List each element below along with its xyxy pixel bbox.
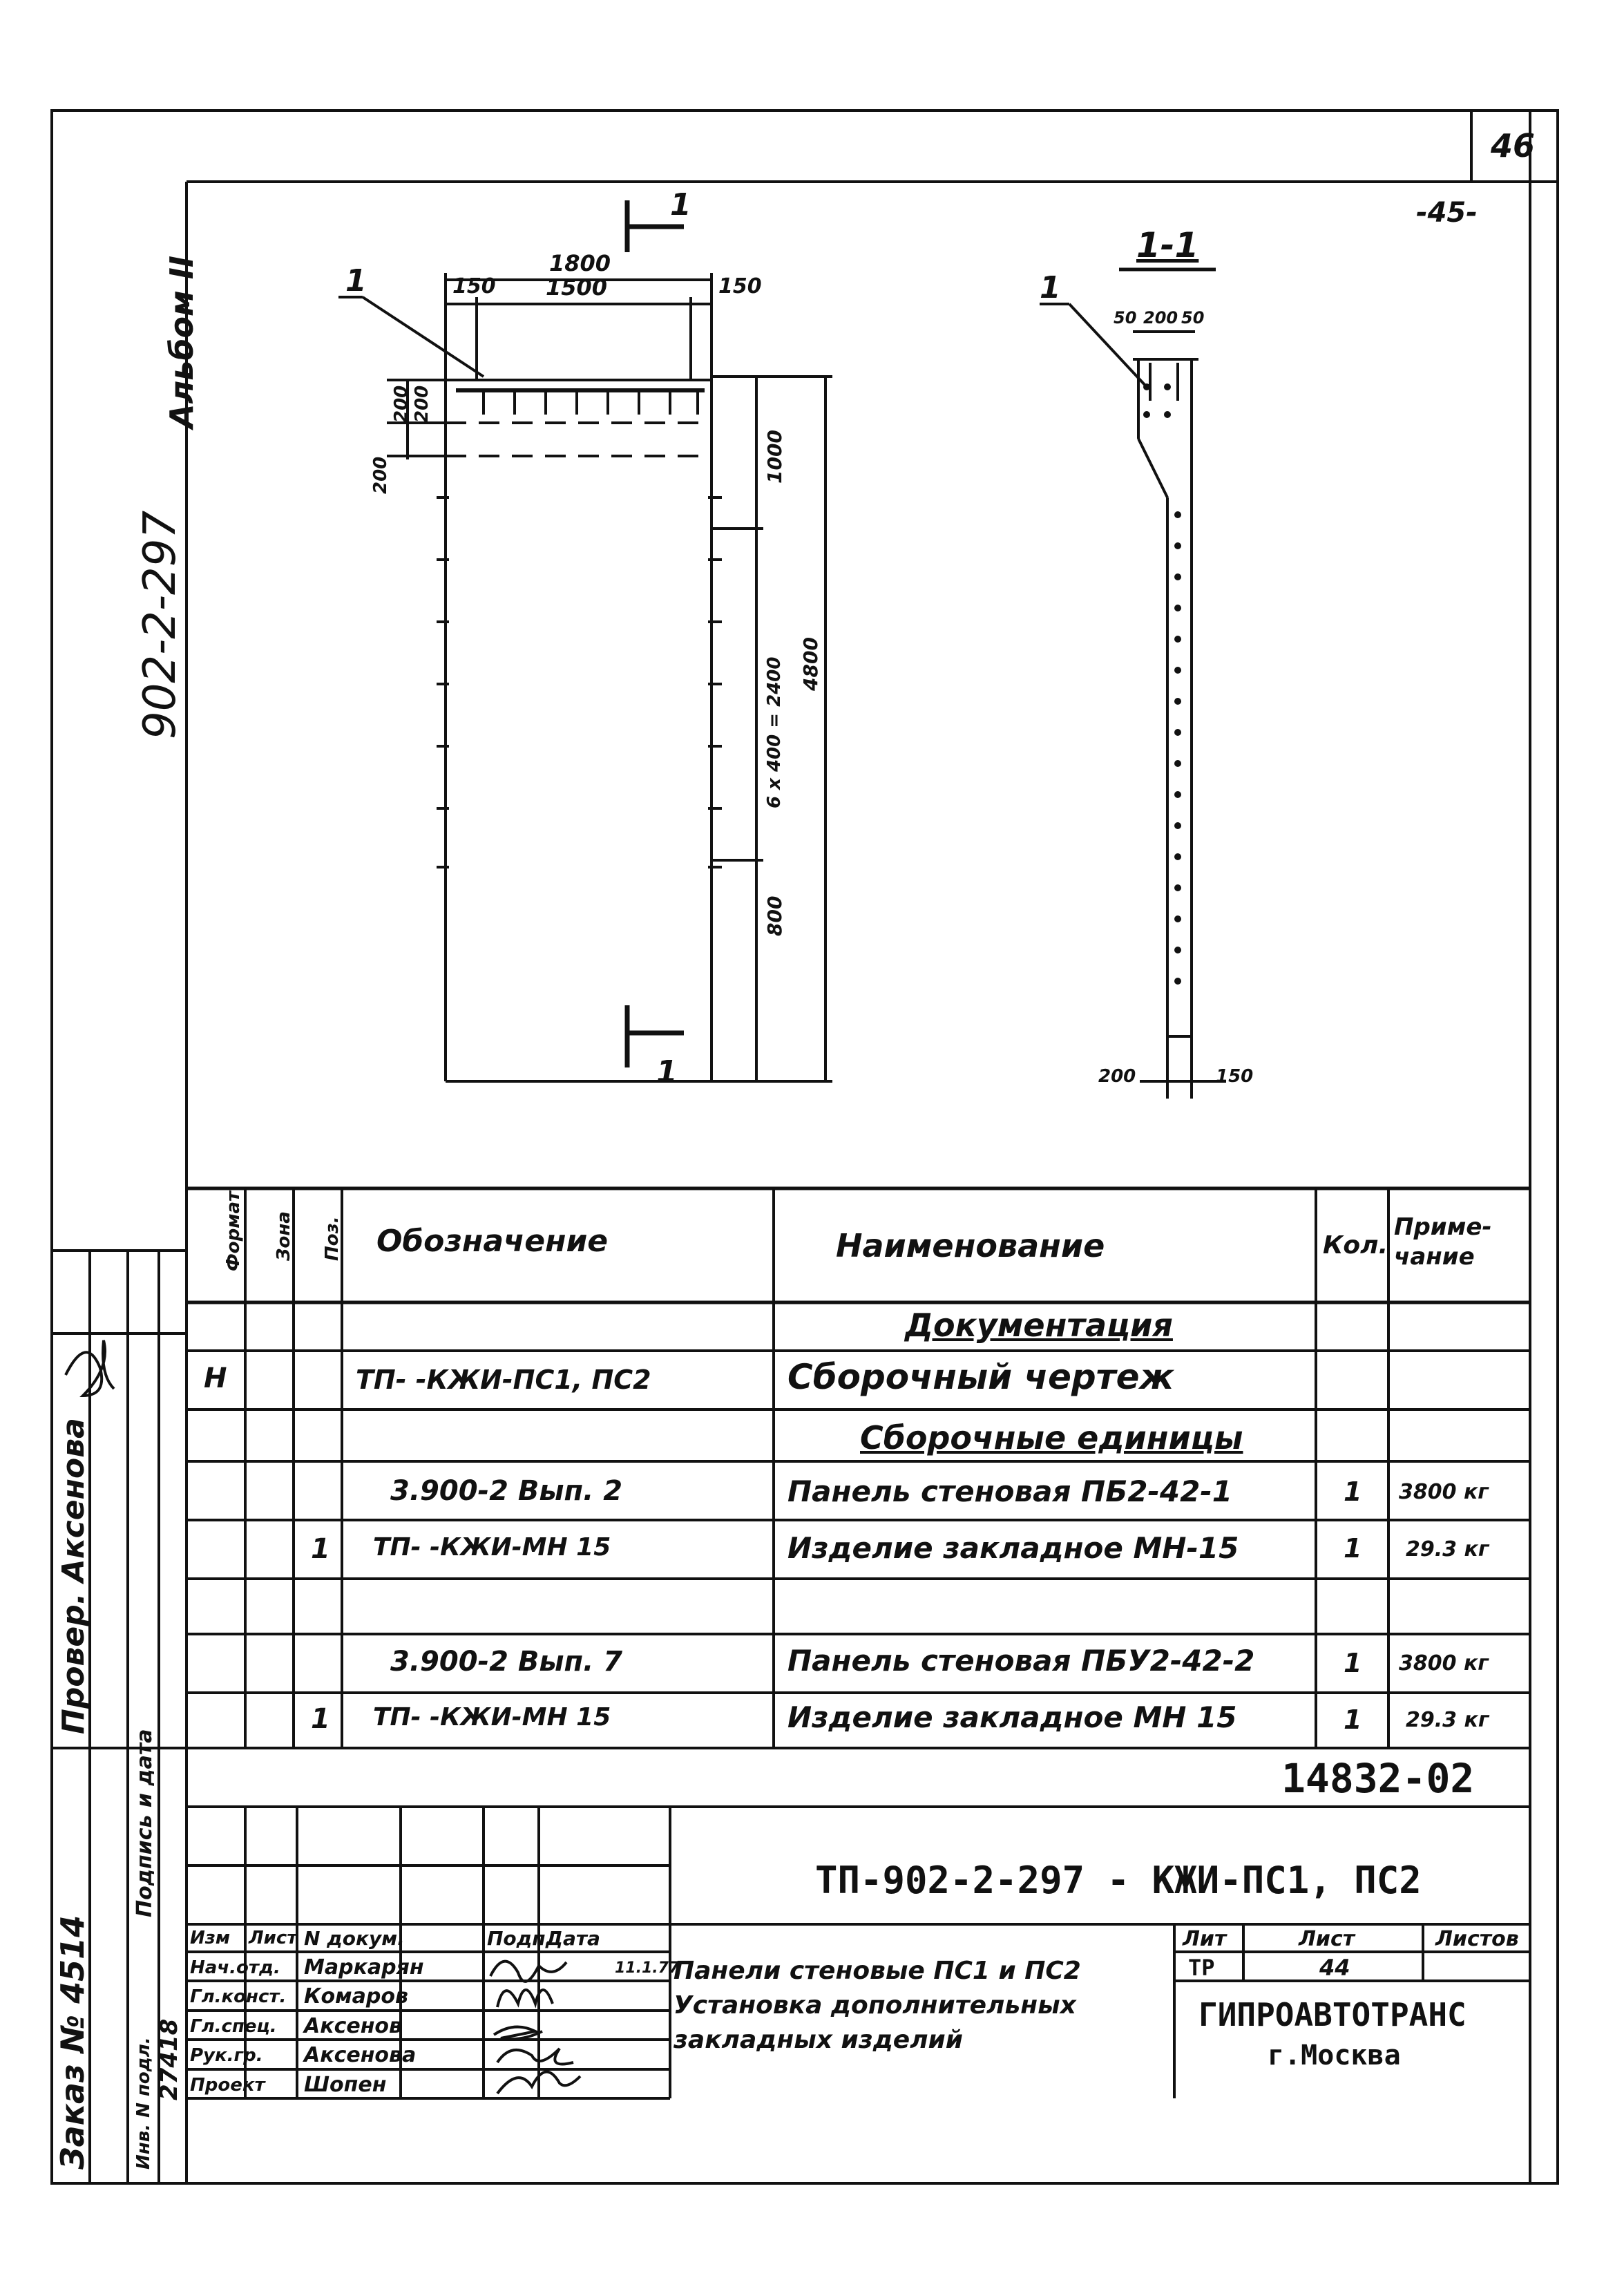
stamp-role-4: Рук.гр.	[190, 2045, 263, 2066]
side-checked: Провер. Аксенова	[56, 1418, 91, 1734]
section-mark-top: 1	[670, 187, 691, 222]
stamp-col-doc: N докум.	[304, 1927, 405, 1950]
leader-label-front: 1	[345, 263, 367, 298]
dim-small-3: 200	[370, 456, 391, 494]
stamp-date-1: 11.1.77	[615, 1959, 680, 1977]
page-number: 46	[1491, 127, 1536, 164]
row-4-designation: 3.900-2 Вып. 7	[390, 1646, 623, 1678]
stamp-title-1: Панели стеновые ПС1 и ПС2	[674, 1957, 1081, 1985]
row-5-pos: 1	[311, 1703, 330, 1735]
dim-top-total: 1800	[549, 250, 611, 276]
row-4-note: 3800 кг	[1399, 1651, 1489, 1675]
sec-dim-top-b: 200	[1143, 308, 1178, 327]
row-3-name: Изделие закладное МН-15	[787, 1531, 1239, 1565]
row-5-name: Изделие закладное МН 15	[787, 1700, 1237, 1734]
stamp-role-2: Гл.конст.	[190, 1986, 287, 2007]
dim-small-2: 200	[391, 385, 412, 423]
header-format: Формат	[223, 1190, 244, 1271]
stamp-role-5: Проект	[190, 2075, 265, 2096]
stamp-sheets-label: Листов	[1435, 1927, 1519, 1951]
row-2-qty: 1	[1344, 1477, 1362, 1507]
stamp-name-3: Аксенов	[304, 2014, 403, 2038]
stamp-role-1: Нач.отд.	[190, 1957, 280, 1978]
row-1-format: Н	[204, 1363, 227, 1394]
sec-dim-top-a: 50	[1114, 308, 1137, 327]
dim-small-1: 200	[412, 385, 432, 423]
stamp-lit-label: Лит	[1183, 1927, 1227, 1951]
organization-city: г.Москва	[1268, 2040, 1401, 2071]
stamp-sheet-value: 44	[1319, 1955, 1350, 1981]
row-5-designation: ТП- -КЖИ-МН 15	[373, 1703, 611, 1731]
row-2-designation: 3.900-2 Вып. 2	[390, 1475, 623, 1507]
stamp-title-2: Установка дополнительных	[674, 1991, 1076, 2020]
stamp-col-sign: Подп.	[487, 1927, 553, 1950]
header-name: Наименование	[836, 1227, 1105, 1264]
dim-mid-span: 1500	[546, 274, 608, 301]
row-3-pos: 1	[311, 1533, 330, 1565]
row-1-designation: ТП- -КЖИ-ПС1, ПС2	[356, 1365, 651, 1395]
stamp-lit-value: ТР	[1188, 1955, 1215, 1981]
section-documentation: Документация	[905, 1307, 1173, 1344]
dim-seg-top: 1000	[763, 430, 786, 484]
row-5-qty: 1	[1344, 1705, 1362, 1735]
header-designation: Обозначение	[376, 1224, 609, 1259]
row-2-note: 3800 кг	[1399, 1480, 1489, 1504]
row-3-designation: ТП- -КЖИ-МН 15	[373, 1533, 611, 1561]
row-5-note: 29.3 кг	[1406, 1708, 1489, 1732]
stamp-role-3: Гл.спец.	[190, 2016, 277, 2037]
header-note: Приме-чание	[1394, 1213, 1492, 1271]
sec-dim-bot-b: 150	[1216, 1066, 1254, 1087]
section-assembly-units: Сборочные единицы	[860, 1419, 1243, 1456]
stamp-name-4: Аксенова	[304, 2043, 417, 2067]
series-number: 902-2-297	[135, 510, 186, 739]
organization-name: ГИПРОАВТОТРАНС	[1198, 1996, 1467, 2033]
stamp-col-list: Лист	[249, 1928, 298, 1948]
row-4-qty: 1	[1344, 1648, 1362, 1678]
dim-left-margin: 150	[452, 274, 496, 298]
sec-dim-bot-a: 200	[1098, 1066, 1136, 1087]
row-3-note: 29.3 кг	[1406, 1537, 1489, 1561]
stamp-name-2: Комаров	[304, 1984, 408, 2009]
stamp-col-date: Дата	[546, 1927, 600, 1950]
side-inv-label: Инв. N подл.	[133, 2037, 154, 2170]
inner-page-number: -45-	[1416, 197, 1478, 229]
side-order: Заказ № 4514	[54, 1915, 91, 2170]
leader-label-section: 1	[1040, 270, 1061, 305]
row-3-qty: 1	[1344, 1533, 1362, 1564]
row-1-name: Сборочный чертеж	[787, 1357, 1174, 1397]
stamp-title-3: закладных изделий	[674, 2026, 964, 2054]
album-label: Альбом II	[163, 256, 200, 428]
row-2-name: Панель стеновая ПБ2-42-1	[787, 1474, 1232, 1508]
row-4-name: Панель стеновая ПБУ2-42-2	[787, 1644, 1255, 1678]
section-mark-bottom: 1	[656, 1054, 678, 1090]
side-inv-value: 27418	[155, 2018, 183, 2100]
stamp-sheet-label: Лист	[1299, 1927, 1355, 1951]
dim-seg-bottom: 800	[763, 895, 786, 936]
stamp-name-5: Шопен	[304, 2073, 387, 2097]
side-sign-date: Подпись и дата	[133, 1729, 157, 1917]
section-title: 1-1	[1136, 225, 1199, 265]
document-code: ТП-902-2-297 - КЖИ-ПС1, ПС2	[815, 1859, 1422, 1902]
header-zone: Зона	[274, 1211, 294, 1261]
dim-seg-mid: 6 x 400 = 2400	[764, 656, 785, 809]
inventory-code: 14832-02	[1281, 1755, 1475, 1802]
header-pos: Поз.	[322, 1216, 343, 1261]
header-qty: Кол.	[1323, 1231, 1388, 1260]
dim-total-height: 4800	[799, 637, 822, 691]
stamp-col-izm: Изм	[190, 1928, 231, 1948]
sec-dim-top-c: 50	[1181, 308, 1205, 327]
dim-right-margin: 150	[718, 274, 762, 298]
stamp-name-1: Маркарян	[304, 1955, 424, 1980]
